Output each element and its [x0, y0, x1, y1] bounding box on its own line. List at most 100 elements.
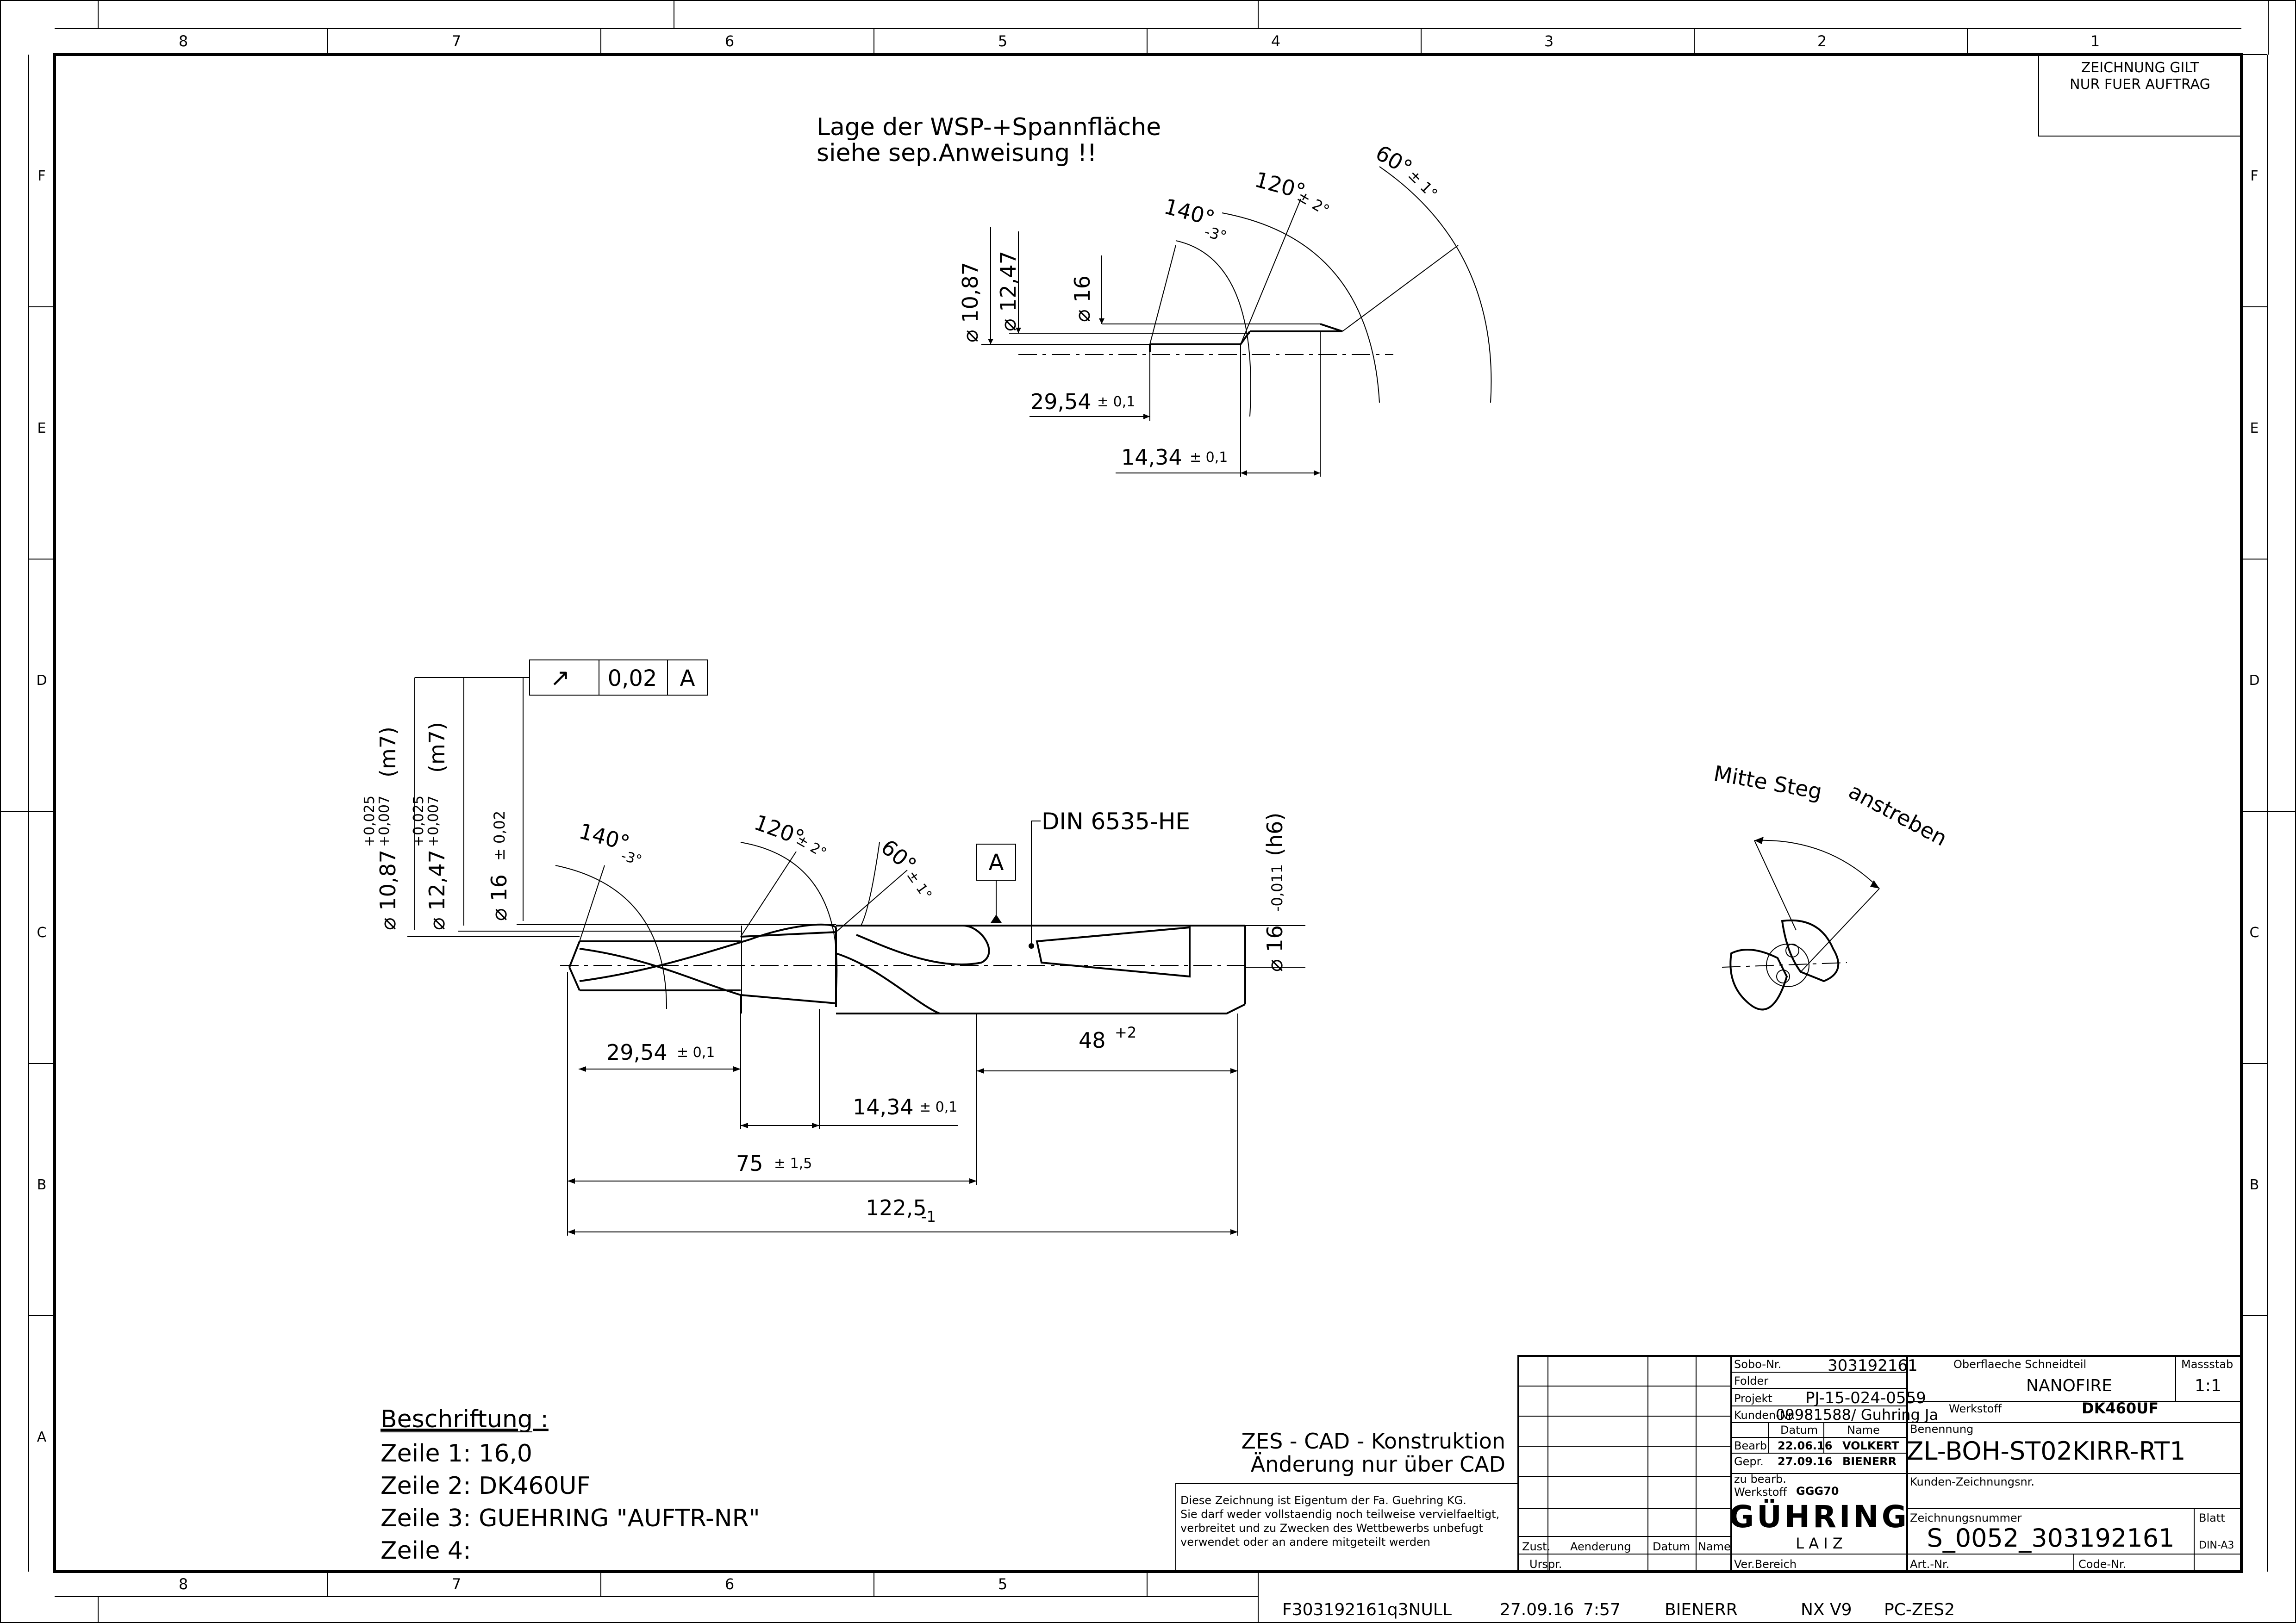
marking-line-1: Zeile 1: 16,0 [381, 1440, 532, 1468]
main-len-d-tol: +2 [1115, 1024, 1136, 1041]
main-arc-140 [555, 865, 667, 1009]
col-label-bottom: 6 [725, 1575, 734, 1593]
folder-label: Folder [1734, 1374, 1768, 1387]
top-len-2: 14,34 [1121, 445, 1182, 470]
scale-label: Massstab [2181, 1358, 2233, 1371]
main-len-b-tol: ± 0,1 [919, 1099, 957, 1115]
kundenz-label: Kunden-Zeichnungsnr. [1910, 1475, 2034, 1488]
urspr-label: Urspr. [1529, 1558, 1562, 1571]
main-dia-1-tol-low: +0,007 [376, 796, 393, 847]
marking-title: Beschriftung : [381, 1405, 549, 1433]
name-head: Name [1847, 1424, 1880, 1436]
col-label: 4 [1271, 32, 1280, 50]
zubearb-label-2: Werkstoff [1734, 1486, 1787, 1499]
row-label: F [2250, 168, 2258, 184]
werkstoff-value: DK460UF [2082, 1399, 2159, 1417]
copyright-line-4: verwendet oder an andere mitgeteilt werd… [1180, 1536, 1430, 1548]
stamp-line-1: ZEICHNUNG GILT [2081, 60, 2199, 76]
runout-icon: ↗ [550, 664, 570, 692]
runout-value: 0,02 [608, 665, 657, 691]
sobo-value: 303192161 [1828, 1356, 1918, 1375]
footer-date: 27.09.16 [1500, 1600, 1574, 1619]
end-view-arc [1754, 839, 1880, 889]
col-label: 1 [2090, 32, 2100, 50]
top-column-separators [327, 29, 1968, 55]
projekt-value: PJ-15-024-0559 [1805, 1389, 1926, 1407]
top-dia-2: ⌀ 12,47 [996, 251, 1021, 331]
col-label-bottom: 5 [998, 1575, 1007, 1593]
copyright-line-3: verbreitet und zu Zwecken des Wettbewerb… [1180, 1522, 1483, 1535]
cad-note-line-2: Änderung nur über CAD [1251, 1452, 1505, 1477]
row-label: D [2249, 672, 2259, 689]
artnr-label: Art.-Nr. [1910, 1558, 1949, 1571]
guehring-logo-sub: L A I Z [1796, 1535, 1843, 1552]
zust-label: Zust. [1522, 1540, 1550, 1553]
gepr-label: Gepr. [1734, 1455, 1764, 1468]
row-label: B [37, 1177, 47, 1193]
guehring-logo: GÜHRING [1729, 1499, 1909, 1535]
bearb-label: Bearb. [1734, 1439, 1771, 1452]
shank-dia: ⌀ 16 [1262, 925, 1287, 972]
footer-system: NX V9 [1801, 1600, 1852, 1619]
zeichnungs-label: Zeichnungsnummer [1910, 1511, 2022, 1524]
order-stamp: ZEICHNUNG GILT NUR FUER AUFTRAG [2038, 54, 2242, 137]
footer-time: 7:57 [1583, 1600, 1621, 1619]
shank-norm-note: DIN 6535-HE [1042, 808, 1190, 835]
col-label-bottom: 7 [452, 1575, 461, 1593]
copyright-line-1: Diese Zeichnung ist Eigentum der Fa. Gue… [1180, 1494, 1466, 1507]
stamp-line-2: NUR FUER AUFTRAG [2070, 76, 2210, 93]
row-label: D [36, 672, 47, 689]
wsp-note-line-1: Lage der WSP-+Spannfläche [817, 113, 1161, 141]
row-label: B [2250, 1177, 2259, 1193]
inner-border [53, 53, 2243, 1573]
footer-station: PC-ZES2 [1884, 1600, 1955, 1619]
main-len-c: 75 [736, 1151, 763, 1176]
end-view-note-1: Mitte Steg [1712, 761, 1824, 804]
codenr-label: Code-Nr. [2078, 1558, 2126, 1571]
row-label: C [2250, 925, 2259, 941]
top-angle-140-tol: -3° [1203, 223, 1229, 245]
plot-footer: F303192161q3NULL 27.09.16 7:57 BIENERR N… [1282, 1600, 1955, 1619]
wsp-note-line-2: siehe sep.Anweisung !! [817, 139, 1097, 167]
tip-detail-view: Lage der WSP-+Spannfläche siehe sep.Anwe… [817, 113, 1492, 477]
surface-label: Oberflaeche Schneidteil [1953, 1358, 2086, 1371]
flute-runout [856, 925, 990, 965]
main-dia-2-tol-up: +0,025 [411, 796, 427, 847]
flute-1 [579, 948, 741, 996]
top-angle-60-tol: ± 1° [1404, 166, 1441, 203]
bearb-name: VOLKERT [1842, 1439, 1899, 1452]
main-angle-120-tol: ± 2° [793, 832, 829, 862]
shank-dia-tol: -0,011 [1268, 864, 1286, 912]
marking-line-2: Zeile 2: DK460UF [381, 1472, 591, 1500]
benennung-label: Benennung [1910, 1423, 1973, 1436]
bearb-date: 22.06.16 [1778, 1439, 1832, 1452]
top-dia-1: ⌀ 10,87 [958, 262, 983, 342]
copyright-line-2: Sie darf weder vollstaendig noch teilwei… [1180, 1508, 1499, 1521]
main-len-a-tol: ± 0,1 [677, 1045, 715, 1061]
row-label: C [37, 925, 47, 941]
main-len-d: 48 [1079, 1028, 1106, 1053]
main-len-total: 122,5 [866, 1195, 927, 1220]
row-label: A [37, 1429, 47, 1445]
angle-arc-140 [1175, 240, 1251, 417]
gepr-date: 27.09.16 [1778, 1455, 1832, 1468]
col-label: 7 [452, 32, 461, 50]
main-dia-2: ⌀ 12,47 [424, 850, 449, 930]
col-label-bottom: 8 [179, 1575, 188, 1593]
main-dia-2-tol-low: +0,007 [425, 796, 442, 847]
clamping-flat [1036, 926, 1191, 978]
footer-user: BIENERR [1665, 1600, 1738, 1619]
main-dia-1-fit: (m7) [375, 727, 400, 777]
top-dia-3: ⌀ 16 [1070, 275, 1095, 322]
main-len-b: 14,34 [853, 1094, 914, 1119]
surface-value: NANOFIRE [2026, 1376, 2112, 1395]
datum-a-label: A [989, 850, 1004, 876]
datum-head: Datum [1780, 1424, 1818, 1436]
verbereich-label: Ver.Bereich [1734, 1558, 1797, 1571]
flute-4 [836, 952, 940, 1014]
drawing-number: S_0052_303192161 [1927, 1524, 2175, 1553]
shank-fit: (h6) [1262, 813, 1287, 856]
col-label: 6 [725, 32, 734, 50]
main-dia-3-tol: ± 0,02 [491, 811, 508, 861]
